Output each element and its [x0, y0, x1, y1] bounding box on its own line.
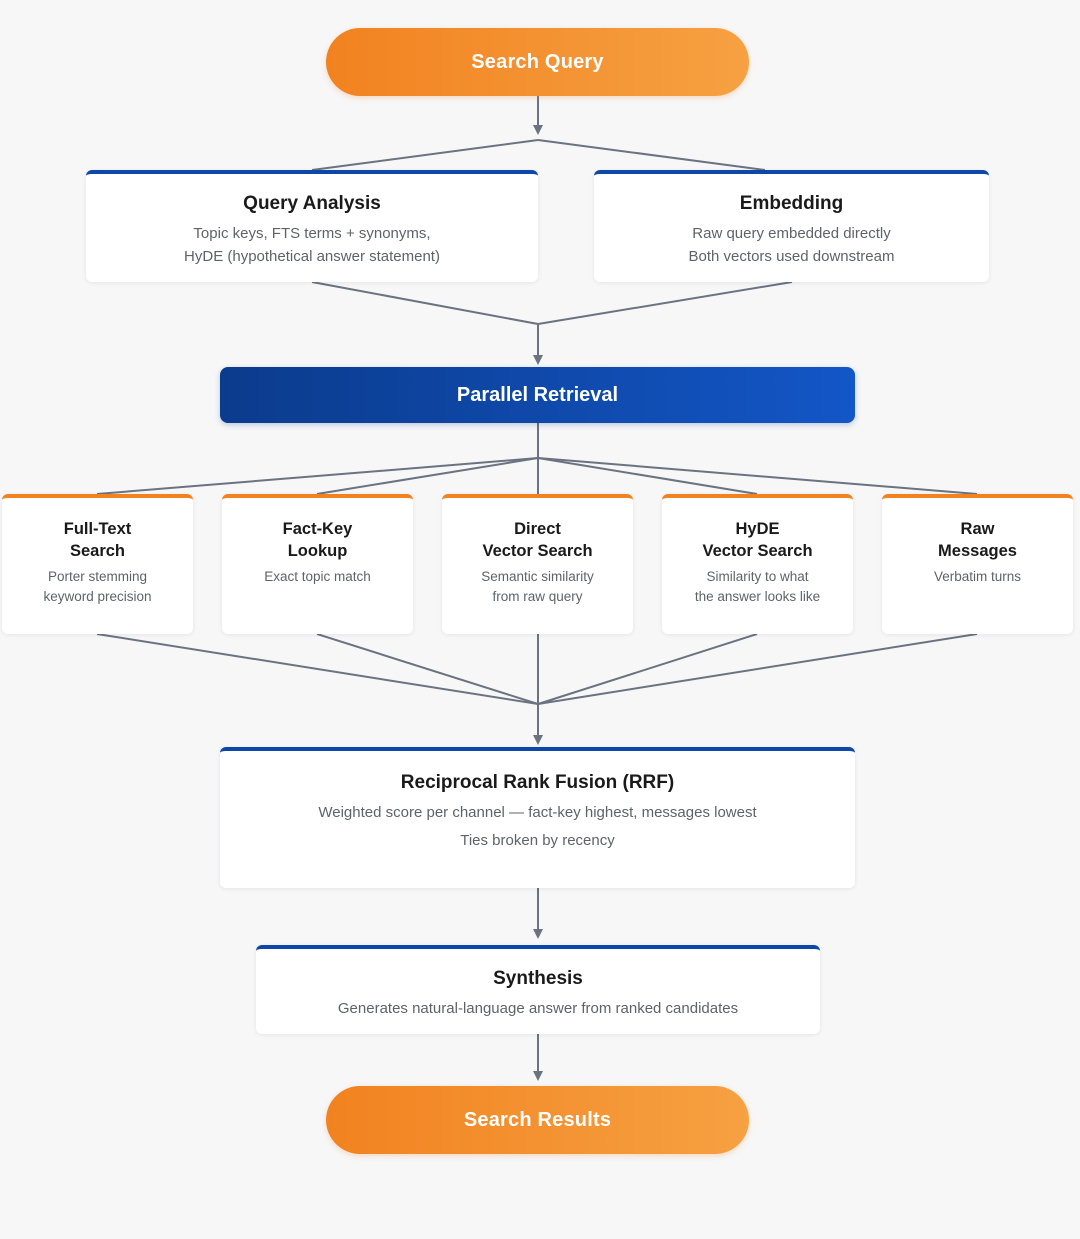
- rrf-title: Reciprocal Rank Fusion (RRF): [400, 772, 675, 793]
- channel-card-direct-vector-search: Direct Vector Search Semantic similarity…: [442, 494, 633, 634]
- line-to-query-analysis: [311, 139, 539, 171]
- parallel-retrieval-node: Parallel Retrieval: [220, 367, 855, 423]
- embedding-desc: Raw query embedded directly Both vectors…: [688, 225, 895, 265]
- parallel-retrieval-label: Parallel Retrieval: [456, 383, 619, 406]
- line-from-embedding: [537, 281, 793, 325]
- search-results-label: Search Results: [463, 1108, 612, 1131]
- query-analysis-card: Query Analysis Topic keys, FTS terms + s…: [86, 170, 538, 282]
- query-analysis-desc: Topic keys, FTS terms + synonyms, HyDE (…: [184, 225, 440, 265]
- line-from-channel-1: [96, 633, 539, 705]
- synthesis-card: Synthesis Generates natural-language ans…: [256, 945, 820, 1034]
- synthesis-title: Synthesis: [493, 968, 583, 989]
- line-from-query-analysis: [311, 281, 539, 325]
- channel-card-hyde-vector-search: HyDE Vector Search Similarity to what th…: [662, 494, 853, 634]
- line-from-channel-4: [537, 633, 758, 705]
- rrf-fusion-card: Reciprocal Rank Fusion (RRF) Weighted sc…: [220, 747, 855, 888]
- channel-desc: Semantic similarity from raw query: [481, 569, 594, 604]
- channel-card-raw-messages: Raw Messages Verbatim turns: [882, 494, 1073, 634]
- line-to-channel-2: [316, 457, 539, 495]
- channel-desc: Verbatim turns: [933, 569, 1022, 584]
- rrf-desc-weights: Weighted score per channel — fact-key hi…: [318, 804, 757, 821]
- rrf-desc-ties: Ties broken by recency: [460, 832, 615, 849]
- search-query-label: Search Query: [471, 50, 604, 73]
- channel-title: HyDE Vector Search: [702, 520, 813, 560]
- channel-card-fact-key-lookup: Fact-Key Lookup Exact topic match: [222, 494, 413, 634]
- channel-title: Raw Messages: [938, 520, 1017, 560]
- search-query-node: Search Query: [326, 28, 749, 96]
- line-to-channel-1: [96, 457, 539, 495]
- line-from-channel-2: [316, 633, 539, 705]
- line-to-channel-5: [537, 457, 978, 495]
- line-to-embedding: [537, 139, 766, 171]
- channel-title: Fact-Key Lookup: [282, 520, 353, 560]
- query-analysis-title: Query Analysis: [243, 193, 381, 214]
- channel-title: Direct Vector Search: [482, 520, 593, 560]
- line-to-channel-4: [537, 457, 758, 495]
- line-from-channel-5: [537, 633, 978, 705]
- embedding-title: Embedding: [739, 193, 844, 214]
- search-results-node: Search Results: [326, 1086, 749, 1154]
- embedding-card: Embedding Raw query embedded directly Bo…: [594, 170, 989, 282]
- channel-card-full-text-search: Full-Text Search Porter stemming keyword…: [2, 494, 193, 634]
- channel-title: Full-Text Search: [63, 520, 132, 560]
- synthesis-desc: Generates natural-language answer from r…: [337, 1000, 739, 1017]
- channel-desc: Porter stemming keyword precision: [43, 569, 152, 604]
- channel-desc: Similarity to what the answer looks like: [694, 569, 821, 604]
- channel-desc: Exact topic match: [264, 569, 371, 584]
